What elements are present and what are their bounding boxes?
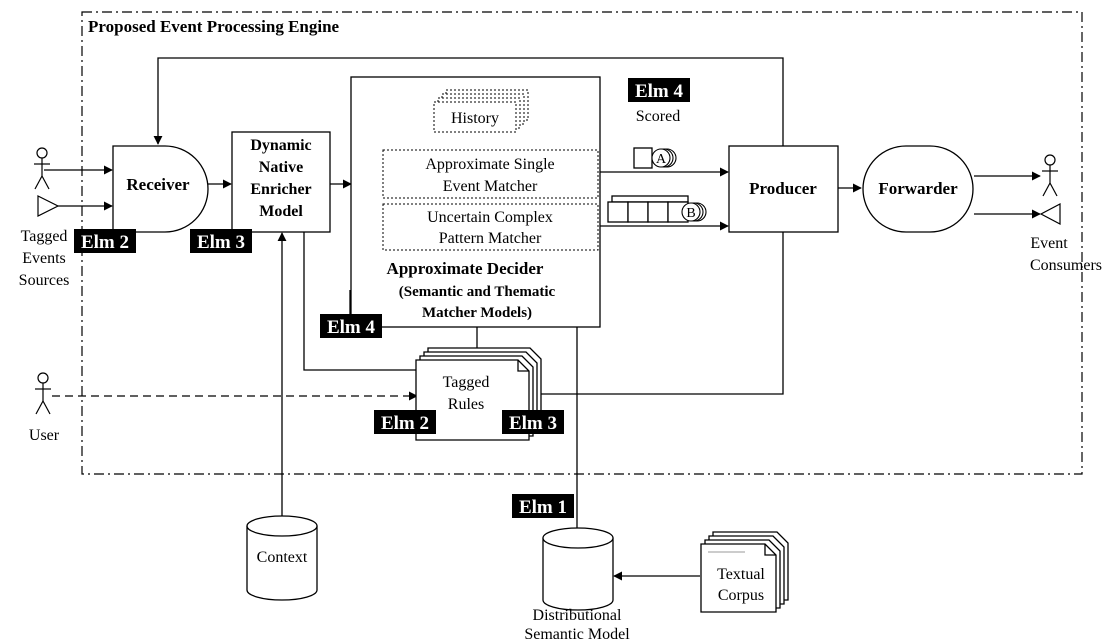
semantic-model-label-2: Semantic Model <box>524 626 630 642</box>
receiver-node <box>112 145 209 233</box>
complex-matcher-node <box>382 203 599 251</box>
elm2-badge-sources-label: Elm 2 <box>81 232 129 253</box>
semantic-model-database-icon <box>542 527 614 611</box>
context-label: Context <box>257 549 308 566</box>
token-b-label: B <box>686 206 695 221</box>
elm3-badge-rules <box>502 410 564 434</box>
rules-label-2: Rules <box>448 396 484 413</box>
enricher-node <box>231 131 331 233</box>
elm4-badge-top-label: Elm 4 <box>635 81 684 102</box>
enricher-label-3: Enricher <box>250 181 311 198</box>
elm4-badge-decider <box>320 314 382 338</box>
textual-corpus-node <box>700 531 789 613</box>
source-actor-icon <box>34 147 50 190</box>
decider-label-1: Approximate Decider <box>387 259 544 278</box>
context-database-icon <box>246 515 318 601</box>
enricher-to-rules-line <box>303 232 420 371</box>
consumers-label-2: Consumers <box>1030 257 1102 274</box>
elm4-badge-top <box>628 78 690 102</box>
decider-label-2: (Semantic and Thematic <box>399 284 556 300</box>
forwarder-label: Forwarder <box>878 179 958 198</box>
enricher-label-1: Dynamic <box>250 137 311 154</box>
consumers-label-1: Event <box>1030 235 1068 252</box>
enricher-label-4: Model <box>259 203 303 220</box>
elm4-badge-decider-label: Elm 4 <box>327 317 376 338</box>
feedback-arrow <box>153 57 784 146</box>
complex-matcher-label-1: Uncertain Complex <box>427 209 553 226</box>
token-a-label: A <box>656 152 667 167</box>
sources-label-1: Tagged <box>21 228 68 245</box>
rules-to-producer-line <box>541 232 784 395</box>
elm3-badge-enricher-label: Elm 3 <box>197 232 245 253</box>
history-node <box>433 89 529 133</box>
single-matcher-label-2: Event Matcher <box>443 178 538 195</box>
producer-node <box>728 145 839 233</box>
engine-title: Proposed Event Processing Engine <box>88 17 340 36</box>
elm2-badge-sources <box>74 229 136 253</box>
user-label: User <box>29 427 60 444</box>
user-actor-icon <box>35 372 51 415</box>
sources-label-2: Events <box>22 250 66 267</box>
elm2-badge-rules <box>374 410 436 434</box>
receiver-label: Receiver <box>126 175 190 194</box>
decider-label-3: Matcher Models) <box>422 305 532 321</box>
sources-label-3: Sources <box>19 272 70 289</box>
consumer-sink-icon <box>1039 203 1061 225</box>
elm1-badge-model-label: Elm 1 <box>519 497 567 518</box>
history-label: History <box>451 110 499 127</box>
scored-token-b-icon <box>607 195 707 223</box>
corpus-label-1: Textual <box>717 566 765 583</box>
single-matcher-label-1: Approximate Single <box>425 156 554 173</box>
elm3-badge-rules-label: Elm 3 <box>509 413 557 434</box>
scored-token-a-icon <box>633 147 677 169</box>
elm3-badge-enricher <box>190 229 252 253</box>
scored-label: Scored <box>636 108 680 125</box>
corpus-label-2: Corpus <box>718 587 764 604</box>
rules-label-1: Tagged <box>443 374 490 391</box>
single-matcher-node <box>382 149 599 199</box>
engine-boundary <box>81 11 1083 475</box>
forwarder-node <box>862 145 974 233</box>
source-sensor-icon <box>37 195 60 217</box>
consumer-actor-icon <box>1042 154 1058 197</box>
elm1-badge-model <box>512 494 574 518</box>
elm2-badge-rules-label: Elm 2 <box>381 413 429 434</box>
producer-label: Producer <box>749 179 817 198</box>
complex-matcher-label-2: Pattern Matcher <box>439 230 542 247</box>
enricher-label-2: Native <box>259 159 303 176</box>
semantic-model-label-1: Distributional <box>533 607 622 624</box>
